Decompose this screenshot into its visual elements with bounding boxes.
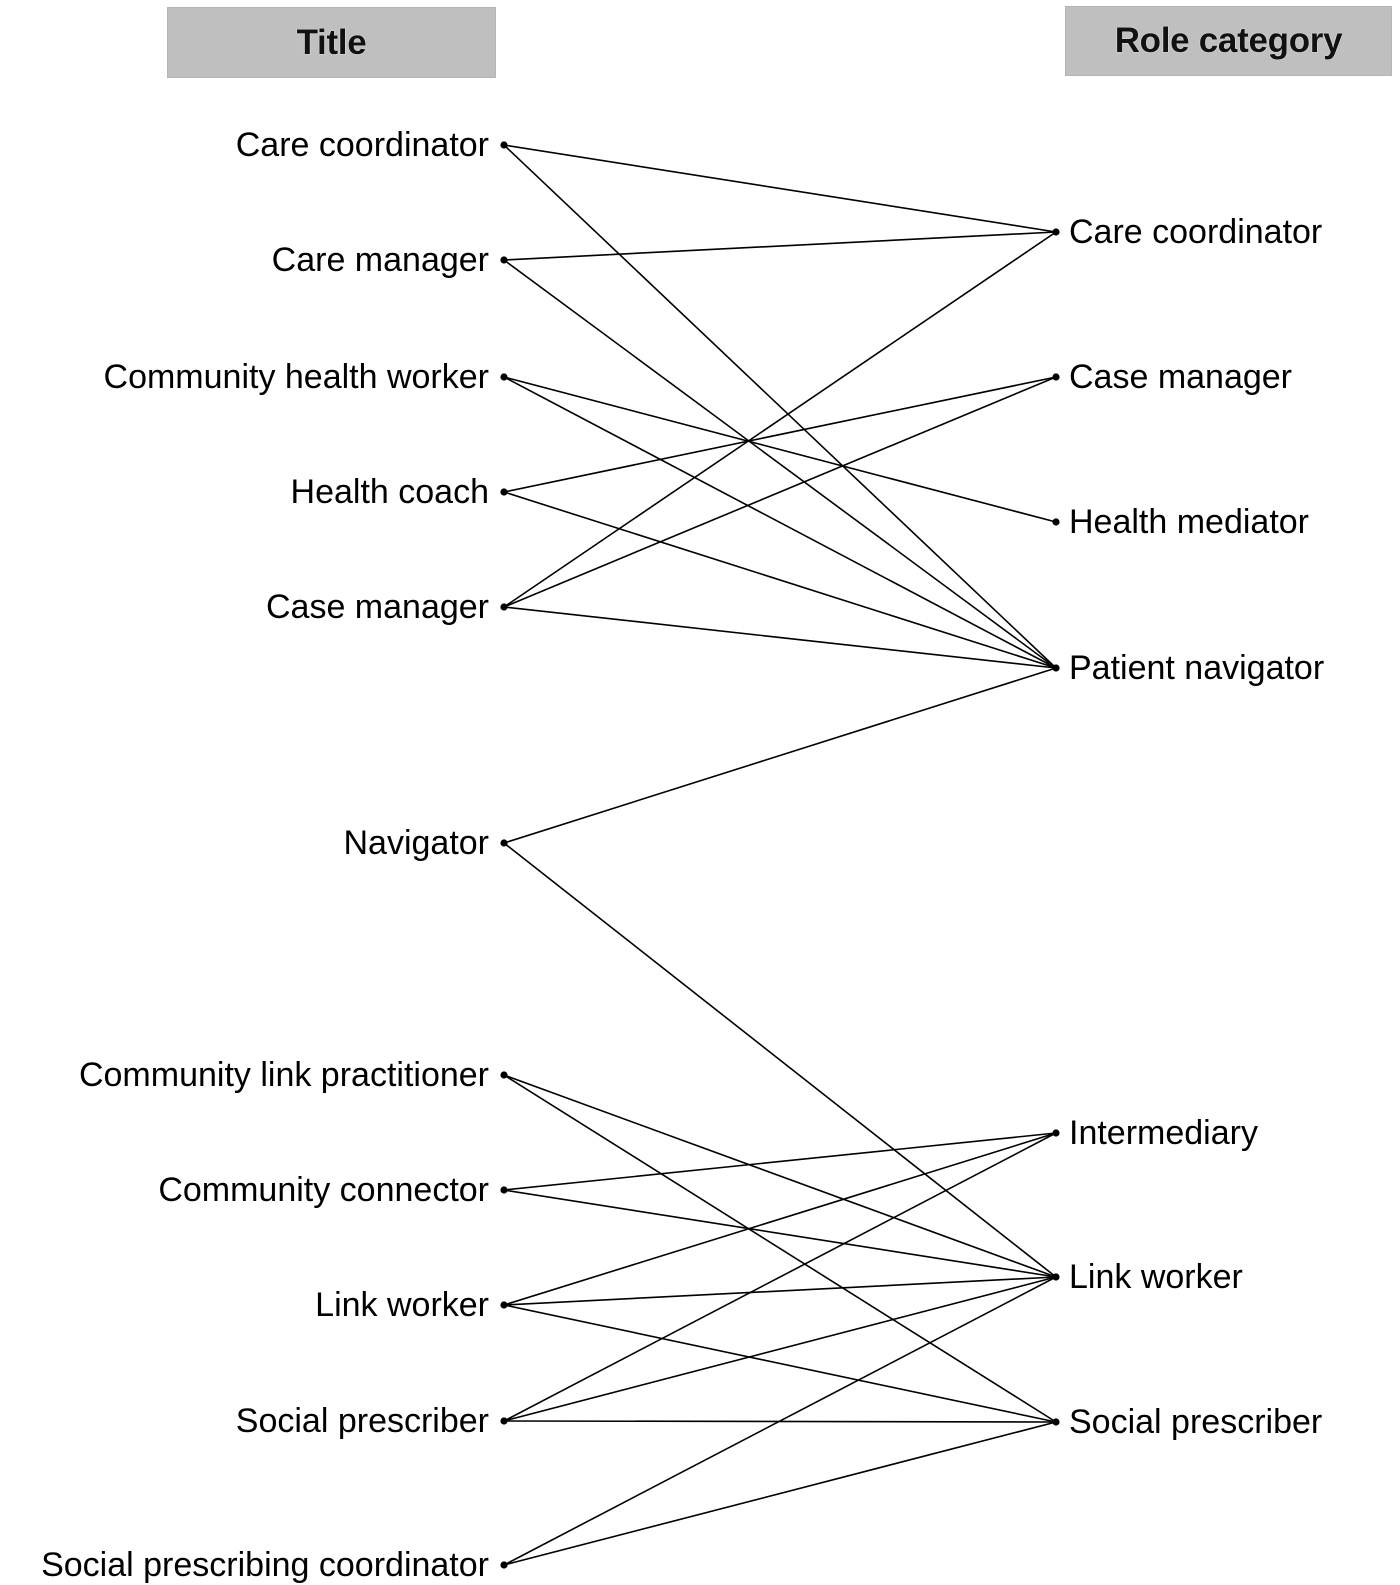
connection-line — [503, 606, 1057, 669]
connection-line — [503, 1132, 1057, 1191]
connection-line — [503, 144, 1057, 669]
role-label-health-mediator: Health mediator — [1069, 503, 1310, 541]
role-node-dot-icon — [1052, 1418, 1060, 1426]
title-label-social-prescribing-coordinator: Social prescribing coordinator — [41, 1546, 489, 1584]
connection-line — [503, 1132, 1057, 1306]
title-node-dot-icon — [500, 1071, 508, 1079]
role-label-link-worker: Link worker — [1069, 1258, 1243, 1296]
role-node-dot-icon — [1052, 664, 1060, 672]
connection-line — [503, 376, 1057, 493]
title-header-label: Title — [296, 22, 367, 62]
title-label-community-link-practitioner: Community link practitioner — [78, 1056, 489, 1094]
connection-line — [503, 231, 1057, 261]
connection-line — [503, 231, 1057, 608]
connection-line — [503, 491, 1057, 669]
title-label-case-manager: Case manager — [265, 588, 489, 626]
role-label-social-prescriber: Social prescriber — [1069, 1403, 1323, 1441]
role-node-dot-icon — [1052, 373, 1060, 381]
connection-line — [503, 1276, 1057, 1422]
title-column-header: Title — [167, 7, 496, 78]
role-label-case-manager: Case manager — [1069, 358, 1293, 396]
role-node-dot-icon — [1052, 228, 1060, 236]
title-label-navigator: Navigator — [343, 824, 489, 862]
connection-line — [503, 144, 1057, 233]
title-label-social-prescriber: Social prescriber — [235, 1402, 489, 1440]
role-category-column-header: Role category — [1065, 6, 1392, 76]
connection-line — [503, 667, 1057, 844]
connection-line — [503, 259, 1057, 669]
title-node-dot-icon — [500, 256, 508, 264]
title-label-care-coordinator: Care coordinator — [235, 126, 489, 164]
title-label-care-manager: Care manager — [271, 241, 489, 279]
connection-line — [503, 1074, 1057, 1423]
role-node-dot-icon — [1052, 1273, 1060, 1281]
connection-line — [503, 1304, 1057, 1423]
role-label-intermediary: Intermediary — [1069, 1114, 1258, 1152]
title-node-dot-icon — [500, 141, 508, 149]
connection-line — [503, 1074, 1057, 1278]
connection-line — [503, 1276, 1057, 1566]
connection-line — [503, 842, 1057, 1278]
connection-line — [503, 1276, 1057, 1306]
title-node-dot-icon — [500, 1417, 508, 1425]
role-category-header-label: Role category — [1114, 21, 1343, 60]
title-node-dot-icon — [500, 603, 508, 611]
connection-line — [503, 376, 1057, 669]
connection-line — [503, 1421, 1057, 1566]
title-node-dot-icon — [500, 1301, 508, 1309]
connection-line — [503, 376, 1057, 608]
role-node-dot-icon — [1052, 1129, 1060, 1137]
title-label-community-connector: Community connector — [158, 1171, 489, 1209]
connection-line — [503, 1189, 1057, 1278]
title-label-health-coach: Health coach — [290, 473, 489, 511]
connection-line — [503, 1132, 1057, 1422]
title-label-community-health-worker: Community health worker — [103, 358, 489, 396]
connection-line — [503, 376, 1057, 523]
role-label-care-coordinator: Care coordinator — [1069, 213, 1323, 251]
role-label-patient-navigator: Patient navigator — [1069, 649, 1325, 687]
title-node-dot-icon — [500, 1186, 508, 1194]
title-node-dot-icon — [500, 839, 508, 847]
title-node-dot-icon — [500, 373, 508, 381]
role-node-dot-icon — [1052, 518, 1060, 526]
title-node-dot-icon — [500, 488, 508, 496]
title-label-link-worker: Link worker — [315, 1286, 489, 1324]
title-node-dot-icon — [500, 1561, 508, 1569]
